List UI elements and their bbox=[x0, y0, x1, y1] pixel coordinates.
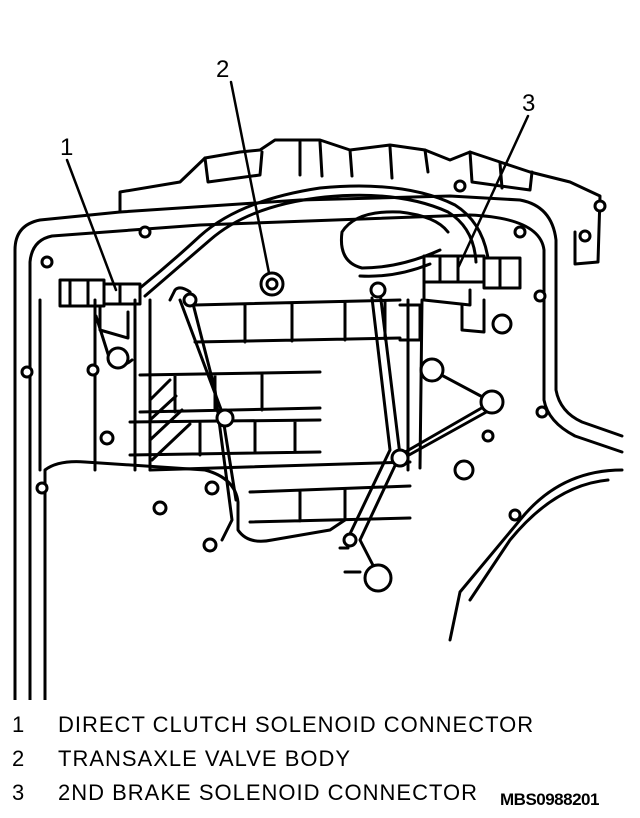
body-hatching bbox=[148, 378, 192, 462]
bolt-hole bbox=[453, 179, 467, 193]
legend-item: 1 DIRECT CLUTCH SOLENOID CONNECTOR bbox=[12, 712, 632, 746]
bolt-hole bbox=[20, 365, 34, 379]
spool-valve-bottom bbox=[248, 484, 412, 524]
legend-item-number: 2 bbox=[12, 746, 26, 771]
upper-valve-body-casting bbox=[118, 138, 602, 266]
figure-code: MBS0988201 bbox=[500, 790, 599, 809]
valve-body-illustration bbox=[13, 80, 624, 700]
linkage-arm bbox=[398, 368, 494, 462]
linkage-pivot bbox=[202, 537, 218, 553]
bolt-hole bbox=[99, 430, 115, 446]
callout-1-number: 1 bbox=[60, 134, 74, 161]
accumulator-ball bbox=[419, 357, 445, 383]
body-seam-horizontal bbox=[148, 460, 412, 472]
transaxle-case-outline bbox=[13, 194, 624, 700]
spool-valve-right bbox=[398, 303, 422, 342]
linkage-pivot bbox=[342, 532, 358, 548]
bolt-hole bbox=[152, 500, 168, 516]
callout-1-leader bbox=[65, 158, 118, 292]
bolt-hole bbox=[481, 429, 495, 443]
legend-item-text: TRANSAXLE VALVE BODY bbox=[58, 746, 352, 771]
transaxle-case-inner-edge bbox=[28, 213, 624, 700]
bolt-hole bbox=[533, 289, 547, 303]
body-seam-vertical-left bbox=[133, 298, 152, 472]
case-lower-right-edge bbox=[448, 468, 624, 642]
linkage-pivot bbox=[390, 448, 410, 468]
legend: 1 DIRECT CLUTCH SOLENOID CONNECTOR 2 TRA… bbox=[12, 712, 632, 814]
bolt-hole bbox=[535, 405, 549, 419]
legend-item-number: 1 bbox=[12, 712, 26, 737]
lower-sensor-lead bbox=[338, 546, 362, 574]
bolt-hole bbox=[593, 199, 607, 213]
accumulator-ball bbox=[363, 563, 393, 593]
linkage-rod-right bbox=[358, 290, 402, 577]
direct-clutch-solenoid-connector bbox=[58, 278, 142, 367]
linkage-pivot bbox=[369, 281, 387, 299]
bolt-hole bbox=[508, 508, 522, 522]
upper-casting-detail bbox=[203, 148, 534, 192]
bolt-hole bbox=[35, 481, 49, 495]
wire-harness-loop bbox=[339, 210, 450, 270]
callout-2-leader bbox=[229, 80, 272, 280]
upper-casting-ribs bbox=[298, 140, 504, 190]
legend-item: 2 TRANSAXLE VALVE BODY bbox=[12, 746, 632, 780]
accumulator-ball bbox=[479, 389, 505, 415]
callout-2-number: 2 bbox=[216, 56, 230, 83]
linkage-rod-left bbox=[168, 286, 234, 542]
linkage-pivot bbox=[215, 408, 235, 428]
connector-bolt bbox=[453, 459, 475, 481]
bolt-hole bbox=[138, 225, 152, 239]
valve-body-bolt bbox=[106, 346, 130, 370]
callout-3-number: 3 bbox=[522, 90, 536, 117]
bolt-hole bbox=[86, 363, 100, 377]
valve-body-plate bbox=[43, 460, 347, 700]
bolt-hole bbox=[204, 480, 220, 496]
linkage-pivot bbox=[182, 292, 198, 308]
wire-harness-second bbox=[143, 193, 478, 298]
connector-bolt bbox=[491, 313, 513, 335]
legend-item-number: 3 bbox=[12, 780, 26, 805]
spool-valve-upper bbox=[193, 298, 402, 344]
legend-item: 3 2ND BRAKE SOLENOID CONNECTOR bbox=[12, 780, 632, 814]
legend-item-text: 2ND BRAKE SOLENOID CONNECTOR bbox=[58, 780, 479, 805]
legend-item-text: DIRECT CLUTCH SOLENOID CONNECTOR bbox=[58, 712, 535, 737]
bolt-hole bbox=[578, 229, 592, 243]
wire-harness-main bbox=[138, 184, 490, 290]
valve-body-bolt bbox=[265, 277, 279, 291]
2nd-brake-solenoid-connector bbox=[422, 254, 522, 334]
linkage-rod-right-inner bbox=[346, 296, 392, 540]
valve-body-edge bbox=[38, 298, 97, 472]
bolt-hole bbox=[513, 225, 527, 239]
case-lower-right-inner bbox=[468, 478, 610, 602]
bolt-hole bbox=[40, 255, 54, 269]
callout-3-leader bbox=[456, 114, 530, 270]
body-seam-vertical-right bbox=[406, 298, 424, 472]
